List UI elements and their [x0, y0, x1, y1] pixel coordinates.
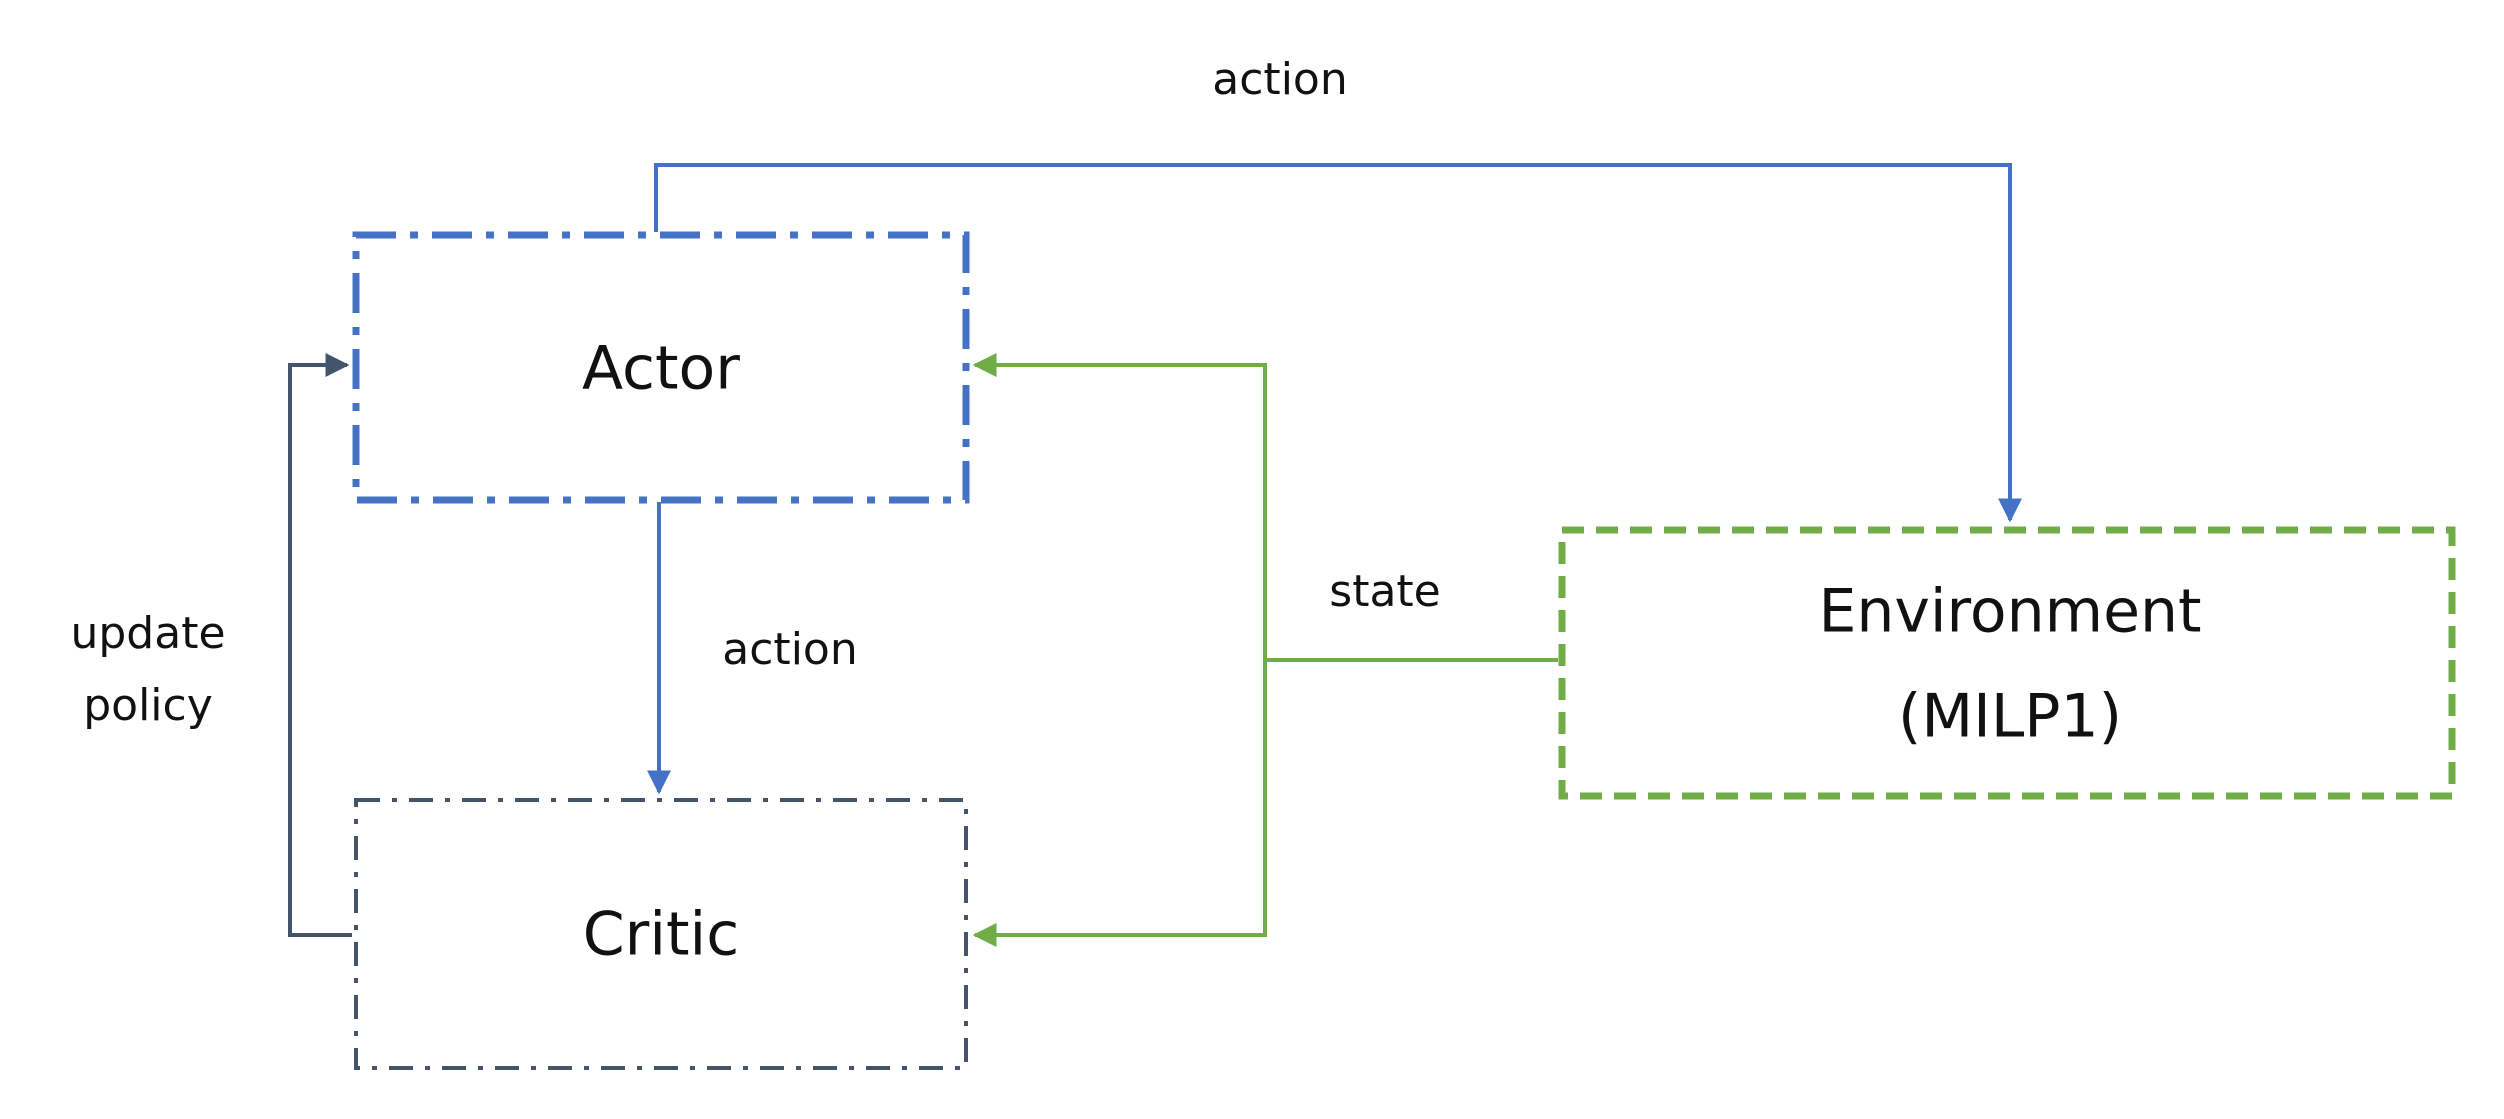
- actor-box: [352, 231, 970, 504]
- environment-label: Environment: [1818, 577, 2201, 647]
- update-policy-edge: [288, 353, 352, 937]
- action-edge-actor-to-environment: [654, 163, 2022, 523]
- state-edge-to-actor: [972, 353, 1267, 660]
- action-mid-label: action: [722, 624, 857, 675]
- state-edge-to-critic: [972, 660, 1267, 947]
- critic-label: Critic: [583, 900, 739, 970]
- actor-label: Actor: [582, 334, 740, 404]
- critic-box: [354, 798, 968, 1070]
- state-label: state: [1329, 566, 1440, 617]
- environment-box: [1558, 526, 2456, 800]
- environment-sublabel: (MILP1): [1898, 682, 2122, 752]
- update-policy-label-line2: policy: [83, 680, 213, 731]
- action-top-label: action: [1212, 54, 1347, 105]
- update-policy-label-line1: update: [70, 608, 225, 659]
